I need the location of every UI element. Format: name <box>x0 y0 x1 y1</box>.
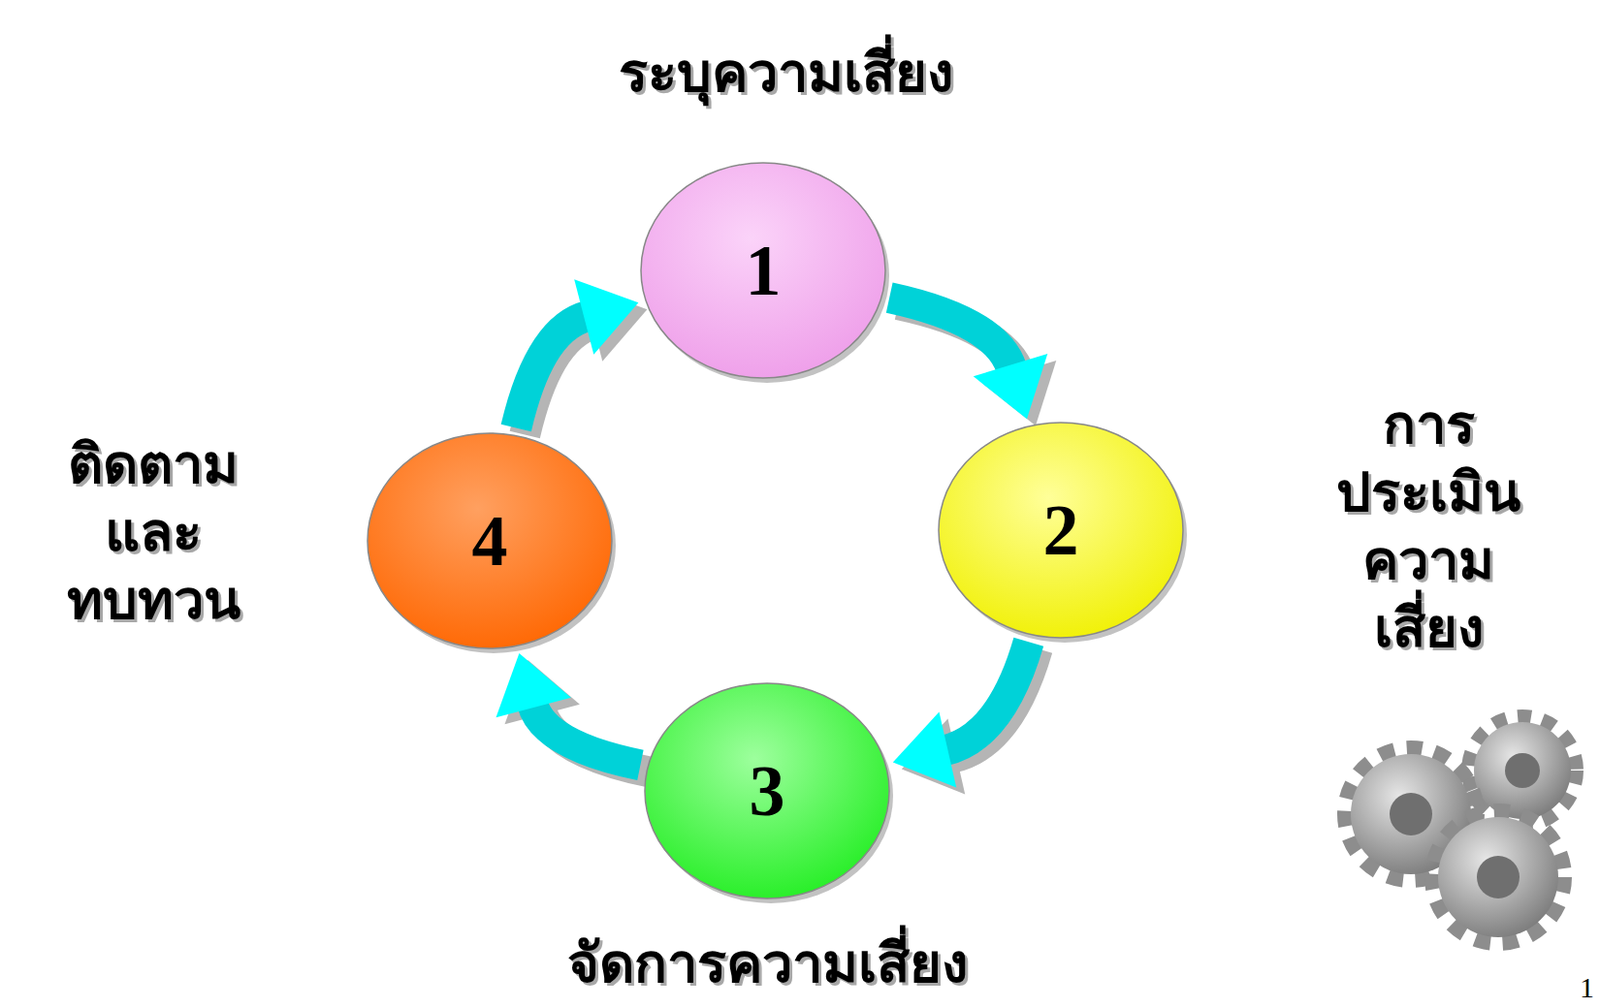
page-number: 1 <box>1579 971 1595 1005</box>
process-circle: 1ระบุความเสี่ยง <box>639 160 888 381</box>
step-number: 4 <box>472 500 509 583</box>
circle-fill <box>644 683 890 899</box>
circle-fill <box>367 433 612 649</box>
process-circle: 2การประเมิน ความเสี่ยง <box>936 420 1185 640</box>
gear <box>1436 815 1561 940</box>
step-label: ระบุความเสี่ยง <box>618 37 954 106</box>
arrowhead <box>574 279 639 354</box>
curved-arrow <box>893 641 1038 795</box>
curved-arrow <box>515 279 647 435</box>
curved-arrow <box>889 297 1056 426</box>
step-label: จัดการความเสี่ยง <box>567 928 968 997</box>
arrow-body <box>532 704 640 766</box>
arrow-body <box>943 641 1028 751</box>
step-label: การประเมิน ความเสี่ยง <box>1336 389 1521 662</box>
step-number: 2 <box>1043 489 1080 573</box>
arrowhead <box>973 353 1049 419</box>
arrow-body <box>515 316 588 429</box>
curved-arrow <box>495 653 649 773</box>
arrowhead <box>495 653 571 718</box>
arrowhead <box>893 712 957 789</box>
arrow-body <box>889 297 1012 369</box>
step-label: ติดตามและ ทบทวน <box>66 429 241 634</box>
circle-fill <box>640 162 886 379</box>
process-circle: 3จัดการความเสี่ยง <box>642 681 892 901</box>
process-circle: 4ติดตามและ ทบทวน <box>365 431 614 651</box>
step-number: 1 <box>745 229 782 313</box>
gear <box>1472 720 1573 822</box>
step-number: 3 <box>749 750 786 833</box>
circle-fill <box>938 422 1184 639</box>
